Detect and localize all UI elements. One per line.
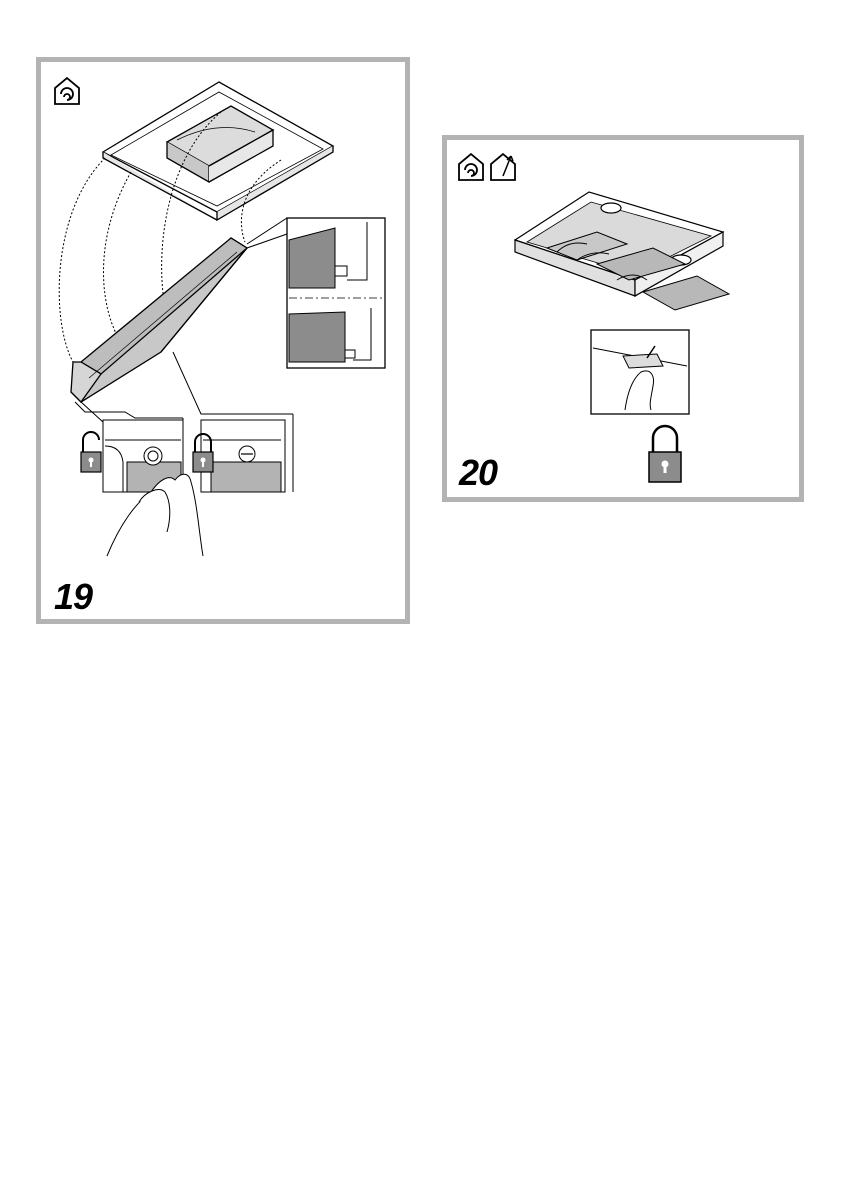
unlocked-padlock-icon bbox=[81, 432, 101, 472]
recirculation-mode-icon bbox=[55, 78, 79, 104]
grease-filter bbox=[71, 238, 247, 402]
detail-lock bbox=[201, 420, 285, 492]
figure-number: 19 bbox=[54, 579, 92, 615]
figure-number: 20 bbox=[459, 455, 497, 491]
figure-19-panel: 19 bbox=[36, 57, 410, 624]
hood-top-plate bbox=[103, 82, 333, 220]
figure-20-panel: 20 bbox=[442, 135, 804, 502]
filter-latch-detail bbox=[591, 330, 689, 414]
recirculation-mode-icon bbox=[459, 154, 483, 180]
figure-20-illustration bbox=[447, 140, 799, 497]
locked-padlock-icon bbox=[649, 426, 681, 482]
figure-19-illustration bbox=[41, 62, 405, 619]
extraction-mode-icon bbox=[491, 154, 515, 180]
hinge-detail bbox=[287, 218, 385, 368]
